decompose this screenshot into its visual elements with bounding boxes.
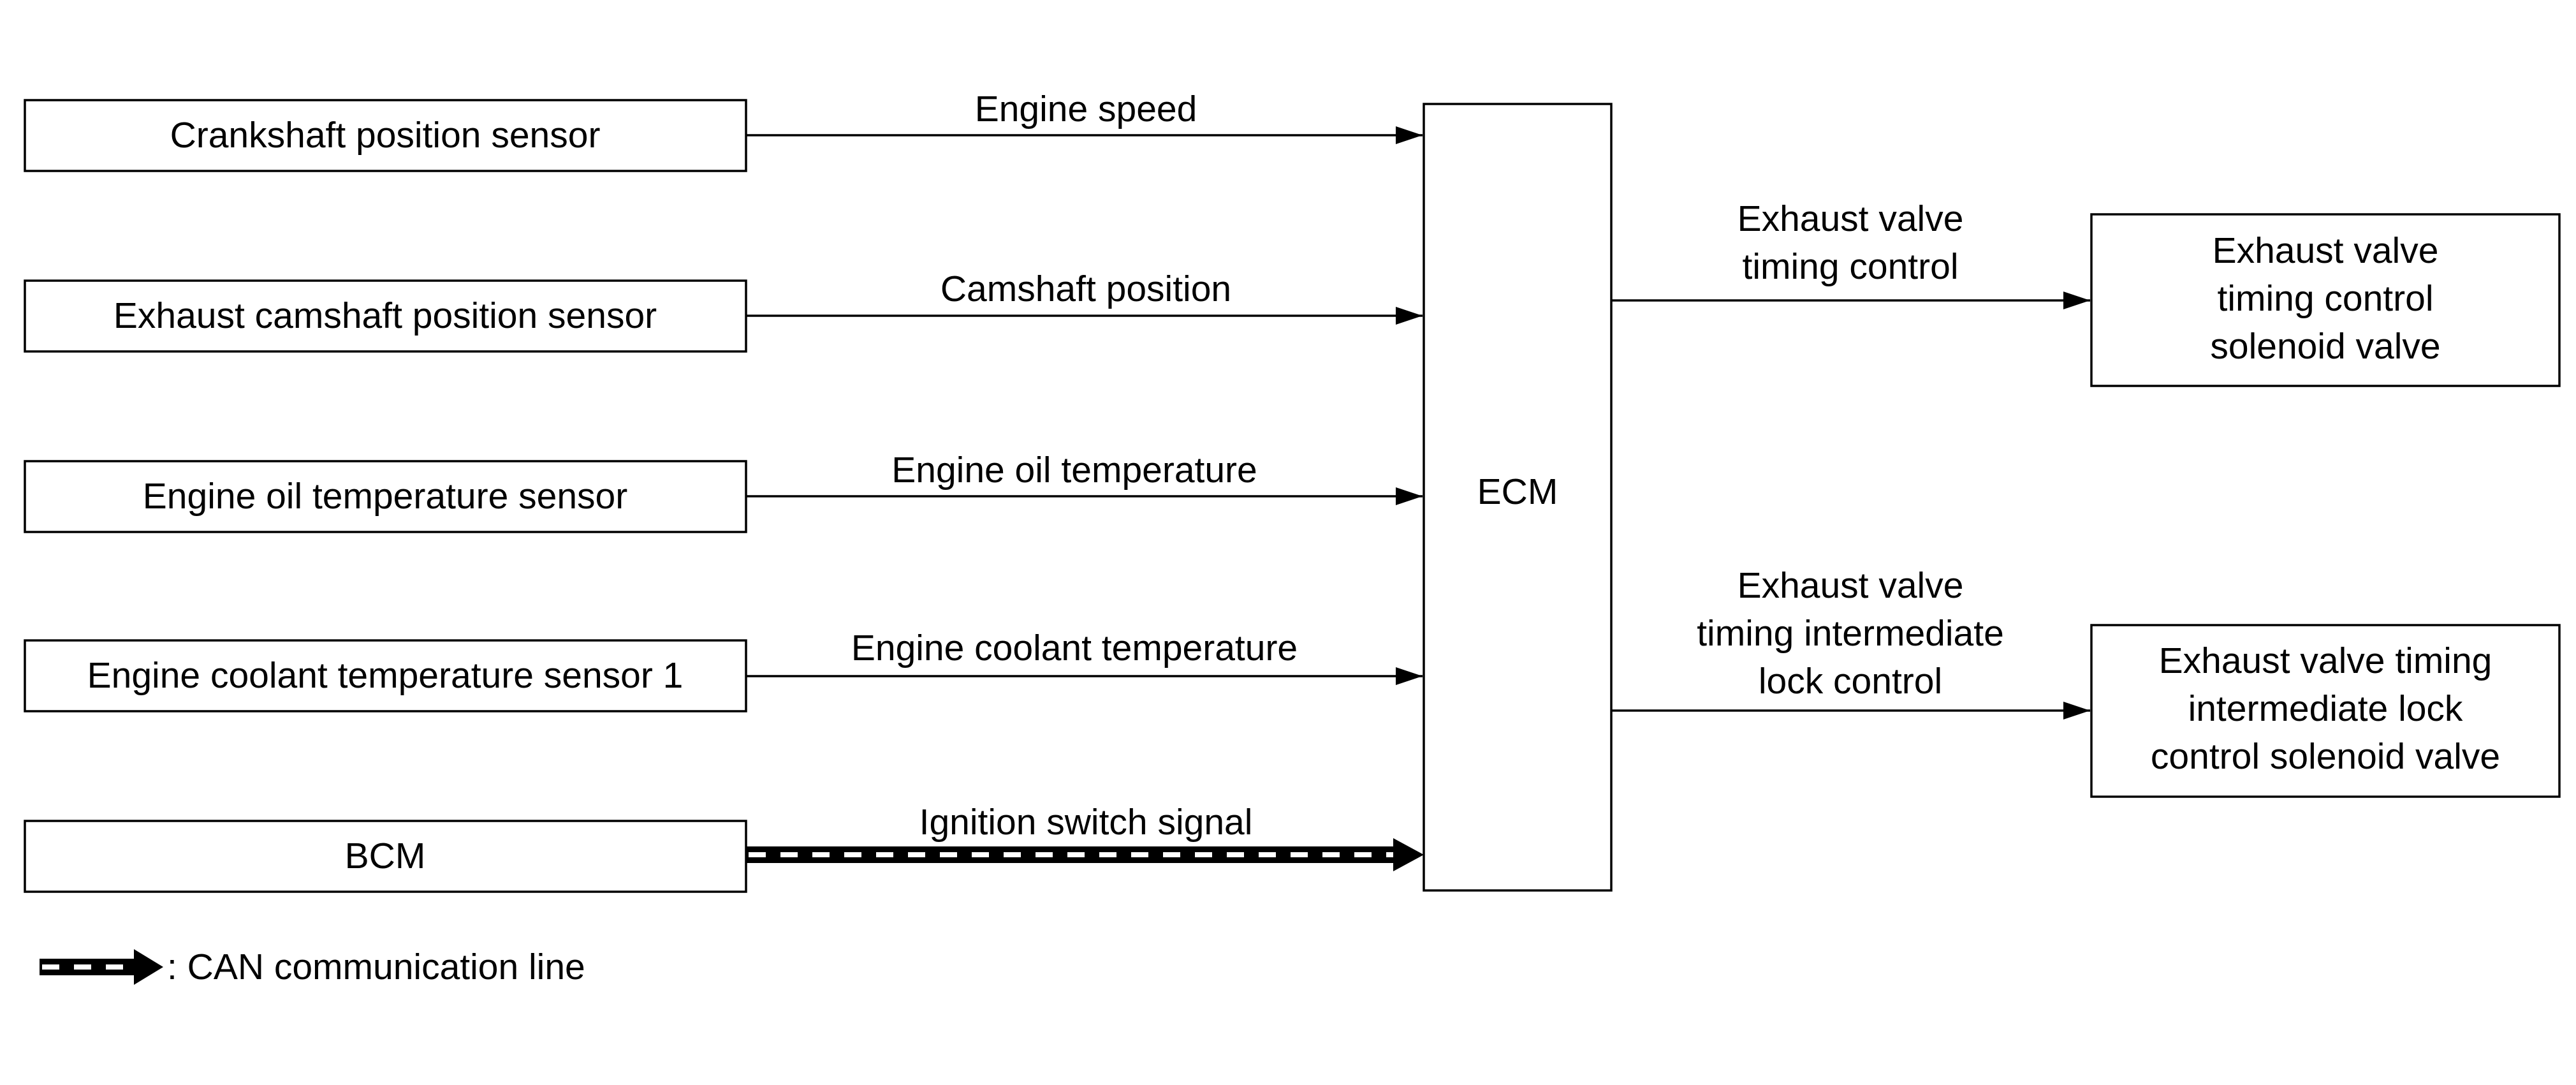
ignition-switch-signal-label: Ignition switch signal	[919, 802, 1253, 843]
engine-coolant-temperature-signal-label: Engine coolant temperature	[851, 628, 1298, 668]
exhaust-valve-timing-control-solenoid-line-3: solenoid valve	[2210, 326, 2440, 367]
camshaft-position-signal-label: Camshaft position	[940, 269, 1231, 309]
exhaust-valve-timing-control-solenoid-line-1: Exhaust valve	[2213, 230, 2439, 271]
engine-oil-temperature-sensor-box	[24, 460, 747, 533]
engine-oil-temperature-sensor-label: Engine oil temperature sensor	[143, 476, 627, 517]
ecm-box	[1423, 103, 1613, 892]
engine-coolant-temperature-sensor-box	[24, 639, 747, 712]
exhaust-valve-timing-control-signal-line-2: timing control	[1743, 246, 1959, 287]
exhaust-valve-intermediate-lock-solenoid-line-1: Exhaust valve timing	[2159, 640, 2492, 681]
engine-coolant-temperature-sensor-label: Engine coolant temperature sensor 1	[87, 655, 684, 696]
ignition-switch-can-arrow	[746, 838, 1424, 871]
ecm-label: ECM	[1477, 471, 1558, 512]
engine-oil-temperature-signal-label: Engine oil temperature	[891, 450, 1257, 491]
exhaust-valve-timing-control-solenoid-box	[2090, 213, 2561, 387]
bcm-box	[24, 820, 747, 893]
exhaust-valve-intermediate-lock-signal-line-2: timing intermediate	[1697, 613, 2004, 654]
exhaust-valve-intermediate-lock-solenoid-line-2: intermediate lock	[2188, 688, 2463, 729]
exhaust-valve-intermediate-lock-solenoid-box	[2090, 624, 2561, 798]
engine-speed-signal-label: Engine speed	[975, 89, 1197, 129]
crankshaft-position-sensor-box	[24, 99, 747, 172]
bcm-label: BCM	[345, 836, 426, 876]
exhaust-valve-timing-control-solenoid-line-2: timing control	[2218, 278, 2434, 319]
crankshaft-position-sensor-label: Crankshaft position sensor	[170, 115, 601, 156]
can-line-legend-label: : CAN communication line	[167, 947, 585, 987]
exhaust-valve-intermediate-lock-signal-line-1: Exhaust valve	[1738, 565, 1964, 606]
exhaust-camshaft-position-sensor-label: Exhaust camshaft position sensor	[113, 295, 657, 336]
exhaust-camshaft-position-sensor-box	[24, 279, 747, 353]
exhaust-valve-intermediate-lock-solenoid-line-3: control solenoid valve	[2151, 736, 2500, 777]
can-line-legend-icon	[40, 949, 163, 985]
exhaust-valve-timing-control-signal-line-1: Exhaust valve	[1738, 198, 1964, 239]
exhaust-valve-intermediate-lock-signal-line-3: lock control	[1759, 661, 1942, 702]
